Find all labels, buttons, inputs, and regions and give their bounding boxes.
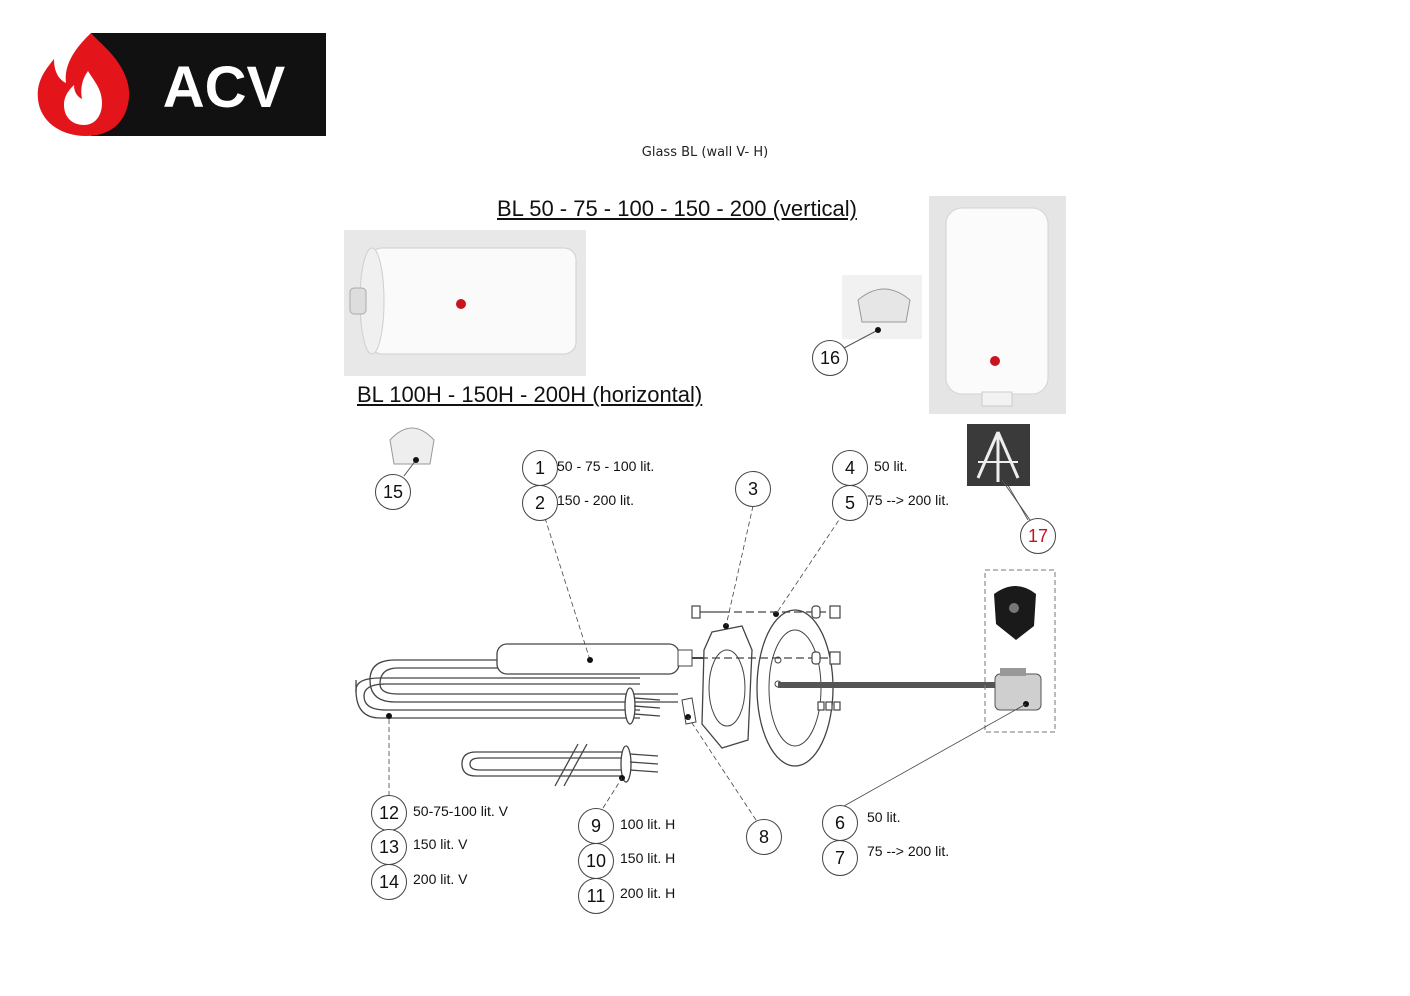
heating-element-9 [461,743,659,787]
part-number-14: 14 [371,864,407,900]
part-label-14: 200 lit. V [413,871,468,887]
magnesium-anode [496,643,716,675]
brand-name: ACV [163,55,286,120]
part-label-7: 75 --> 200 lit. [867,843,950,859]
part-number-6: 6 [822,805,858,841]
part-label-1: 50 - 75 - 100 lit. [557,458,655,474]
acv-logo: ACV [37,33,326,136]
part-number-4: 4 [832,450,868,486]
bolts-and-nuts [691,605,841,711]
tripod-part-17 [967,424,1031,521]
part-label-11: 200 lit. H [620,885,676,901]
heating-element-12 [355,659,678,719]
gasket-part-3 [701,623,753,749]
part-number-1: 1 [522,450,558,486]
part-label-6: 50 lit. [867,809,901,825]
horizontal-boiler-photo [344,230,586,376]
cap-part-15 [389,427,435,477]
page-subtitle: Glass BL (wall V- H) [641,145,769,160]
part-number-9: 9 [578,808,614,844]
leader-lines [388,479,1029,821]
clip-part-8 [681,697,697,725]
part-label-4: 50 lit. [874,458,908,474]
part-number-7: 7 [822,840,858,876]
part-number-2: 2 [522,485,558,521]
thermostat [778,569,1056,733]
vertical-boiler-photo [929,196,1066,414]
cap-part-16 [842,275,922,349]
part-number-10: 10 [578,843,614,879]
part-number-13: 13 [371,829,407,865]
part-number-12: 12 [371,795,407,831]
heading-vertical: BL 50 - 75 - 100 - 150 - 200 (vertical) [497,196,857,221]
part-label-9: 100 lit. H [620,816,676,832]
part-label-10: 150 lit. H [620,850,676,866]
part-number-5: 5 [832,485,868,521]
part-number-3: 3 [735,471,771,507]
part-number-17: 17 [1020,518,1056,554]
part-number-16: 16 [812,340,848,376]
part-number-8: 8 [746,819,782,855]
part-label-5: 75 --> 200 lit. [867,492,950,508]
part-label-12: 50-75-100 lit. V [413,803,508,819]
part-label-13: 150 lit. V [413,836,468,852]
part-number-11: 11 [578,878,614,914]
part-label-2: 150 - 200 lit. [557,492,635,508]
part-number-15: 15 [375,474,411,510]
heading-horizontal: BL 100H - 150H - 200H (horizontal) [357,382,703,407]
